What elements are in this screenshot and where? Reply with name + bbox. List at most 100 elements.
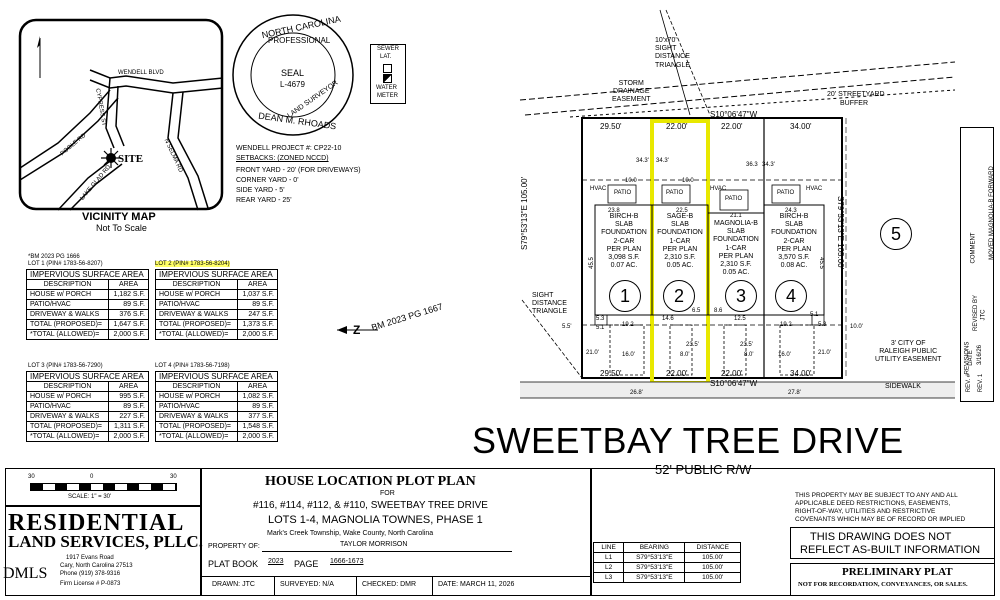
- divider: [356, 576, 357, 596]
- dim: 34.3': [636, 158, 649, 164]
- rev-row-num: REV. 1: [978, 373, 985, 393]
- legend-meter: METER: [377, 93, 398, 99]
- dim: 16.0': [622, 352, 635, 358]
- site-star-icon: [101, 148, 121, 168]
- table-row: TOTAL (PROPOSED)=1,548 S.F.: [155, 421, 278, 432]
- dim: 26.8': [630, 390, 643, 396]
- asbuilt-line-2: REFLECT AS-BUILT INFORMATION: [800, 544, 981, 556]
- dim: 27.8': [788, 390, 801, 396]
- table-row: TOTAL (PROPOSED)=1,647 S.F.: [26, 319, 149, 330]
- sewer-icon: [383, 64, 392, 73]
- col-area: AREA: [108, 279, 149, 290]
- seal-circle: [232, 14, 354, 136]
- checked-by: CHECKED: DMR: [362, 581, 417, 588]
- revisions-block: [960, 127, 994, 402]
- plan-date: DATE: MARCH 11, 2026: [438, 581, 515, 588]
- table-row: *TOTAL (ALLOWED)=2,000 S.F.: [155, 431, 278, 442]
- seal-number: L-4679: [280, 80, 305, 89]
- prelim-box: [790, 563, 995, 596]
- dim: 45.5: [588, 257, 595, 269]
- dim: 23.5': [686, 342, 699, 348]
- seal-seal: SEAL: [281, 68, 305, 78]
- rev-row-comment: MOVED MAGNOLIA-B FORWARD: [988, 166, 995, 260]
- lot4-table-title: LOT 4 (PIN# 1783-56-7198): [155, 363, 230, 369]
- side-left-bearing: S79°53'13"E 105.00': [520, 176, 529, 250]
- table-row: *TOTAL (ALLOWED)=2,000 S.F.: [26, 431, 149, 442]
- dim: 5.5': [562, 324, 572, 330]
- dim: 10.0: [682, 178, 694, 184]
- rev-header-by: REVISED BY: [973, 294, 980, 332]
- dim: 10.0: [625, 178, 637, 184]
- bottom-dim-1: 29.50': [600, 369, 622, 378]
- vicinity-title: VICINITY MAP: [82, 211, 156, 223]
- streetyard-label: 20' STREETYARD: [827, 91, 885, 98]
- buffer-label: BUFFER: [840, 100, 868, 107]
- patio-label: PATIO: [725, 196, 743, 202]
- dim: 21.0': [586, 350, 599, 356]
- plan-lots: LOTS 1-4, MAGNOLIA TOWNES, PHASE 1: [268, 514, 483, 526]
- dim: 5.1: [596, 325, 605, 331]
- platbook-label: PLAT BOOK: [208, 559, 259, 569]
- scale-tick-0: 0: [90, 474, 94, 480]
- bottom-dim-2: 22.00': [666, 369, 688, 378]
- divider: [200, 468, 202, 596]
- asbuilt-line-1: THIS DRAWING DOES NOT: [810, 531, 952, 543]
- water-meter-icon: [383, 74, 392, 83]
- hvac-label: HVAC: [806, 186, 823, 192]
- dim: 23.8: [608, 208, 620, 214]
- platbook-value: 2023: [268, 558, 284, 565]
- dim: 23.5': [740, 342, 753, 348]
- svg-text:Z: Z: [353, 323, 360, 337]
- scale-tick-30b: 30: [170, 474, 177, 480]
- patio-label: PATIO: [666, 190, 684, 196]
- scale-label: SCALE: 1" = 30': [68, 494, 112, 500]
- drawn-by: DRAWN: JTC: [212, 581, 255, 588]
- bottom-dim-4: 34.00': [790, 369, 812, 378]
- lot3-table-title: LOT 3 (PIN# 1783-56-7290): [28, 363, 103, 369]
- lot3-number: 3: [725, 280, 757, 312]
- plan-addresses: #116, #114, #112, & #110, SWEETBAY TREE …: [253, 500, 488, 511]
- utility-legend: [370, 44, 406, 104]
- lot2-table-title: LOT 2 (PIN# 1783-56-8204): [155, 261, 230, 267]
- firm-phone: Phone (919) 378-9316: [60, 571, 121, 577]
- dim: 8.6: [714, 308, 723, 314]
- dim: 5.3: [818, 322, 827, 328]
- vicinity-map: WENDELL BLVD CYPRESS ST POOLE RD LAKE GL…: [18, 18, 224, 211]
- scale-bar: [30, 483, 177, 491]
- setback-corner: CORNER YARD - 0': [236, 177, 299, 184]
- table-header: IMPERVIOUS SURFACE AREA: [26, 269, 149, 280]
- setback-side: SIDE YARD - 5': [236, 187, 285, 194]
- setbacks-title: SETBACKS: (ZONED NCCD): [236, 155, 329, 162]
- legend-sewer-lat: LAT.: [380, 54, 392, 60]
- lot5-number: 5: [880, 218, 912, 250]
- dim: 6.5: [692, 308, 701, 314]
- plan-for: FOR: [380, 490, 395, 497]
- preliminary-plat: PRELIMINARY PLAT: [842, 566, 953, 578]
- dim: 14.6: [662, 316, 674, 322]
- rev-header-comment: COMMENT: [970, 232, 977, 264]
- side-right-bearing: S79°53'13"E 105.00': [836, 196, 845, 270]
- divider: [200, 576, 590, 577]
- rev-row-date: 3/16/26: [977, 344, 984, 366]
- lot1-number: 1: [609, 280, 641, 312]
- rev-header-date: DATE: [967, 350, 974, 366]
